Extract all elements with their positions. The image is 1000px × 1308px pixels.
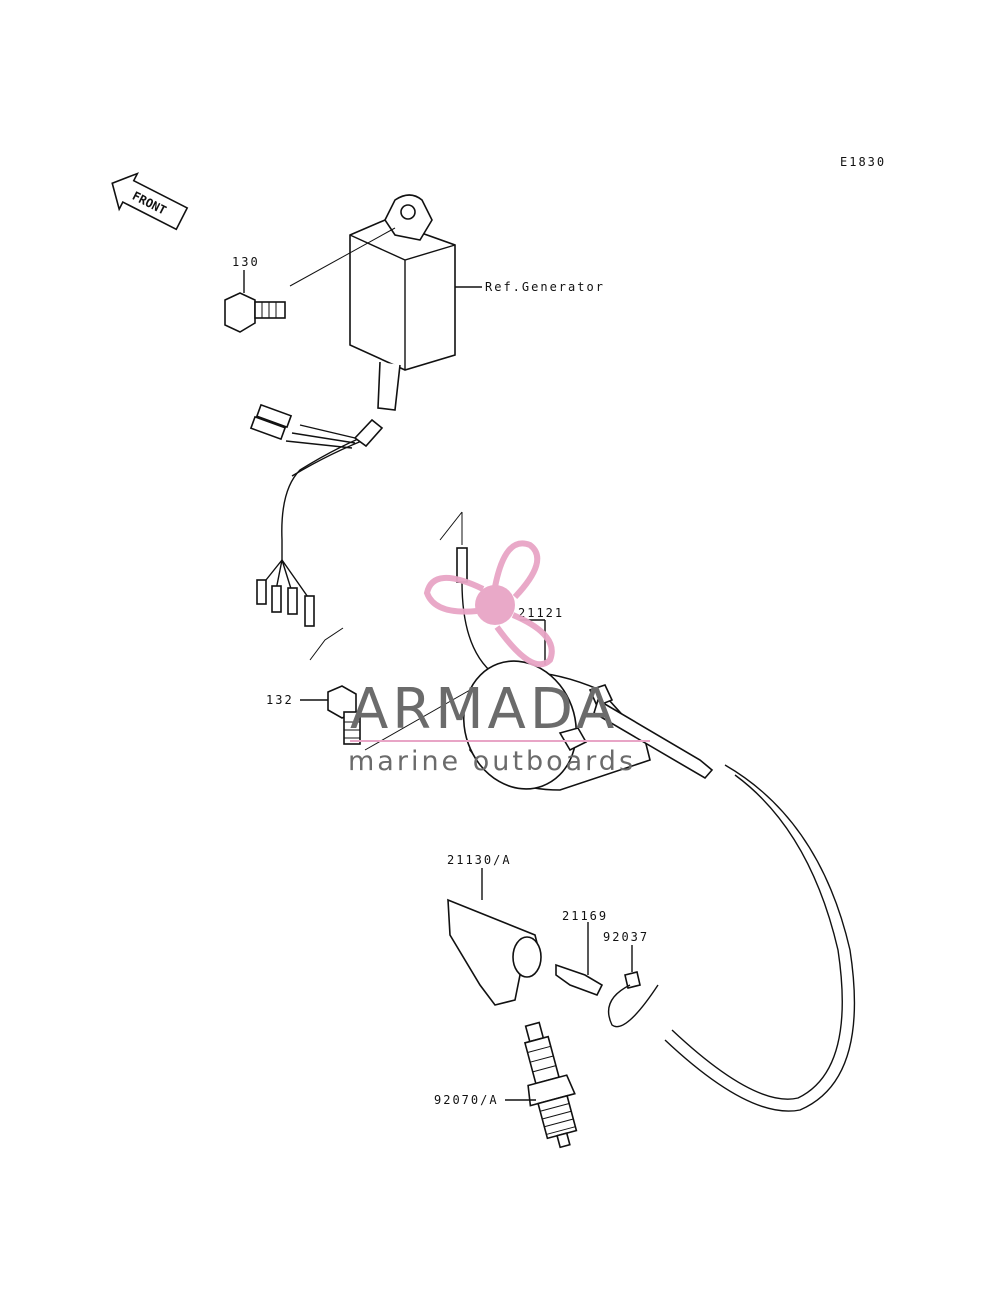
bolt-132 <box>300 685 471 751</box>
callout-21121: 21121 <box>518 606 564 620</box>
watermark-brand: ARMADA <box>350 677 618 742</box>
callout-ref-generator: Ref.Generator <box>485 280 605 294</box>
spark-plug <box>523 1021 578 1149</box>
clip-21169 <box>555 922 604 996</box>
propeller-logo-icon <box>423 540 555 668</box>
callout-132: 132 <box>266 693 294 707</box>
wire-harness <box>249 403 384 661</box>
diagram-code: E1830 <box>840 155 886 169</box>
front-arrow-icon: FRONT <box>111 172 189 231</box>
band-92037 <box>607 945 659 1028</box>
bolt-130 <box>224 227 396 333</box>
callout-92070: 92070/A <box>434 1093 499 1107</box>
callout-130: 130 <box>232 255 260 269</box>
watermark-tagline: marine outboards <box>348 746 636 777</box>
callout-92037: 92037 <box>603 930 649 944</box>
callout-21130: 21130/A <box>447 853 512 867</box>
high-tension-lead <box>664 764 856 1112</box>
cdi-unit <box>349 194 482 411</box>
ignition-coil <box>439 511 714 791</box>
plug-cap <box>447 868 542 1006</box>
callout-21169: 21169 <box>562 909 608 923</box>
